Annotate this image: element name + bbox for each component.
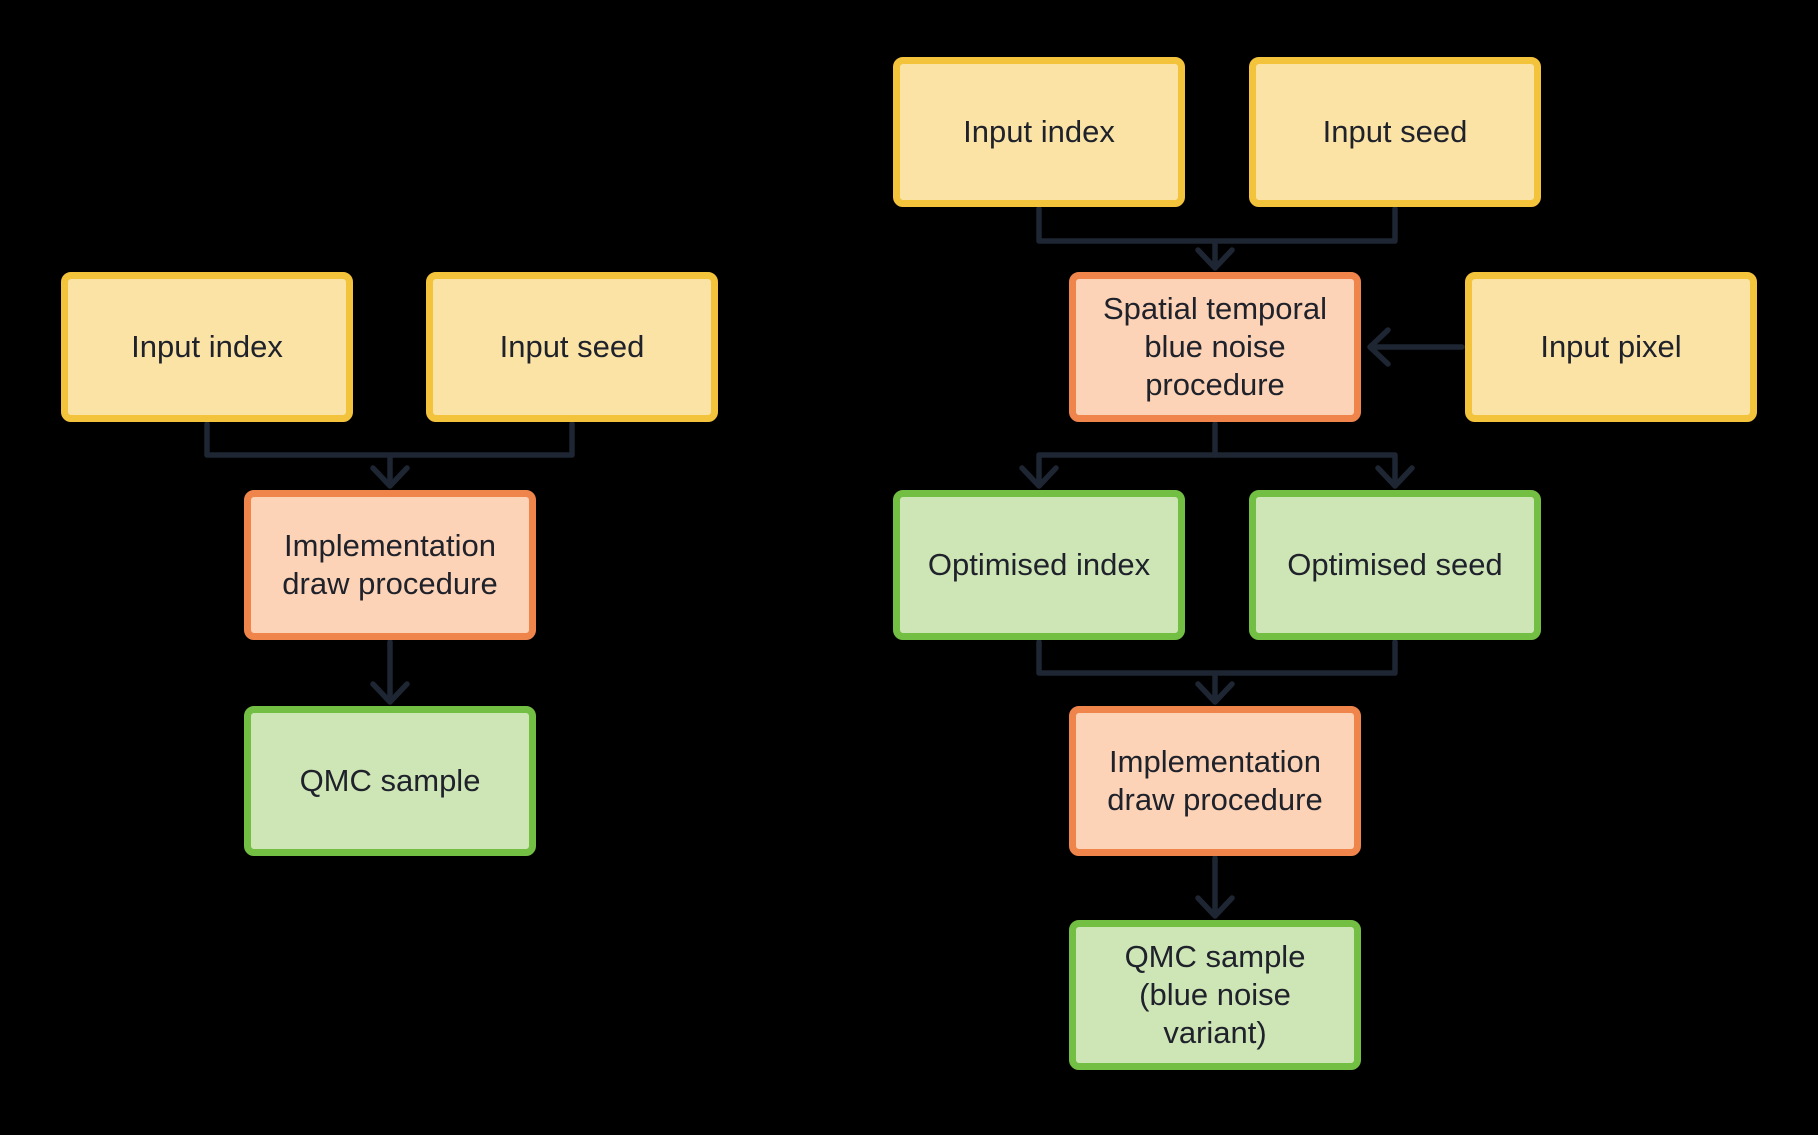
node-implementation-draw-procedure-right: Implementation draw procedure <box>1069 706 1361 856</box>
node-label: Input seed <box>499 329 645 365</box>
node-implementation-draw-procedure-left: Implementation draw procedure <box>244 490 536 640</box>
node-input-pixel: Input pixel <box>1465 272 1757 422</box>
node-label: QMC sample (blue noise variant) <box>1124 939 1306 1050</box>
node-qmc-sample-blue-noise-variant: QMC sample (blue noise variant) <box>1069 920 1361 1070</box>
node-label: Implementation draw procedure <box>1107 744 1323 817</box>
node-optimised-seed: Optimised seed <box>1249 490 1541 640</box>
node-spatial-temporal-blue-noise-procedure: Spatial temporal blue noise procedure <box>1069 272 1361 422</box>
arrowhead-down-icon <box>1195 247 1235 271</box>
arrowhead-down-icon <box>370 681 410 705</box>
node-label: Spatial temporal blue noise procedure <box>1102 291 1327 402</box>
node-label: Optimised index <box>927 547 1151 583</box>
arrowhead-down-icon <box>1019 465 1059 489</box>
node-input-seed-right: Input seed <box>1249 57 1541 207</box>
node-label: Input index <box>963 114 1115 150</box>
node-label: Input index <box>131 329 283 365</box>
node-qmc-sample: QMC sample <box>244 706 536 856</box>
edge-left-inputs-to-impl <box>204 421 575 489</box>
node-optimised-index: Optimised index <box>893 490 1185 640</box>
arrowhead-down-icon <box>1375 465 1415 489</box>
node-input-index-right: Input index <box>893 57 1185 207</box>
edge-stbn-split <box>1019 421 1415 489</box>
node-input-seed-left: Input seed <box>426 272 718 422</box>
node-label: Optimised seed <box>1287 547 1503 583</box>
node-label: Implementation draw procedure <box>282 528 498 601</box>
arrowhead-down-icon <box>1195 681 1235 705</box>
node-input-index-left: Input index <box>61 272 353 422</box>
arrowhead-down-icon <box>370 465 410 489</box>
arrowhead-left-icon <box>1367 327 1391 367</box>
edge-opt-to-impl <box>1036 639 1398 705</box>
edge-left-impl-to-qmc <box>370 639 410 705</box>
node-label: Input pixel <box>1540 329 1682 365</box>
edge-right-inputs-to-stbn <box>1036 206 1398 271</box>
node-label: Input seed <box>1322 114 1468 150</box>
arrowhead-down-icon <box>1195 895 1235 919</box>
edge-pixel-to-stbn <box>1367 327 1465 367</box>
edge-impl-to-qmc-bn <box>1195 855 1235 919</box>
node-label: QMC sample <box>299 763 481 799</box>
